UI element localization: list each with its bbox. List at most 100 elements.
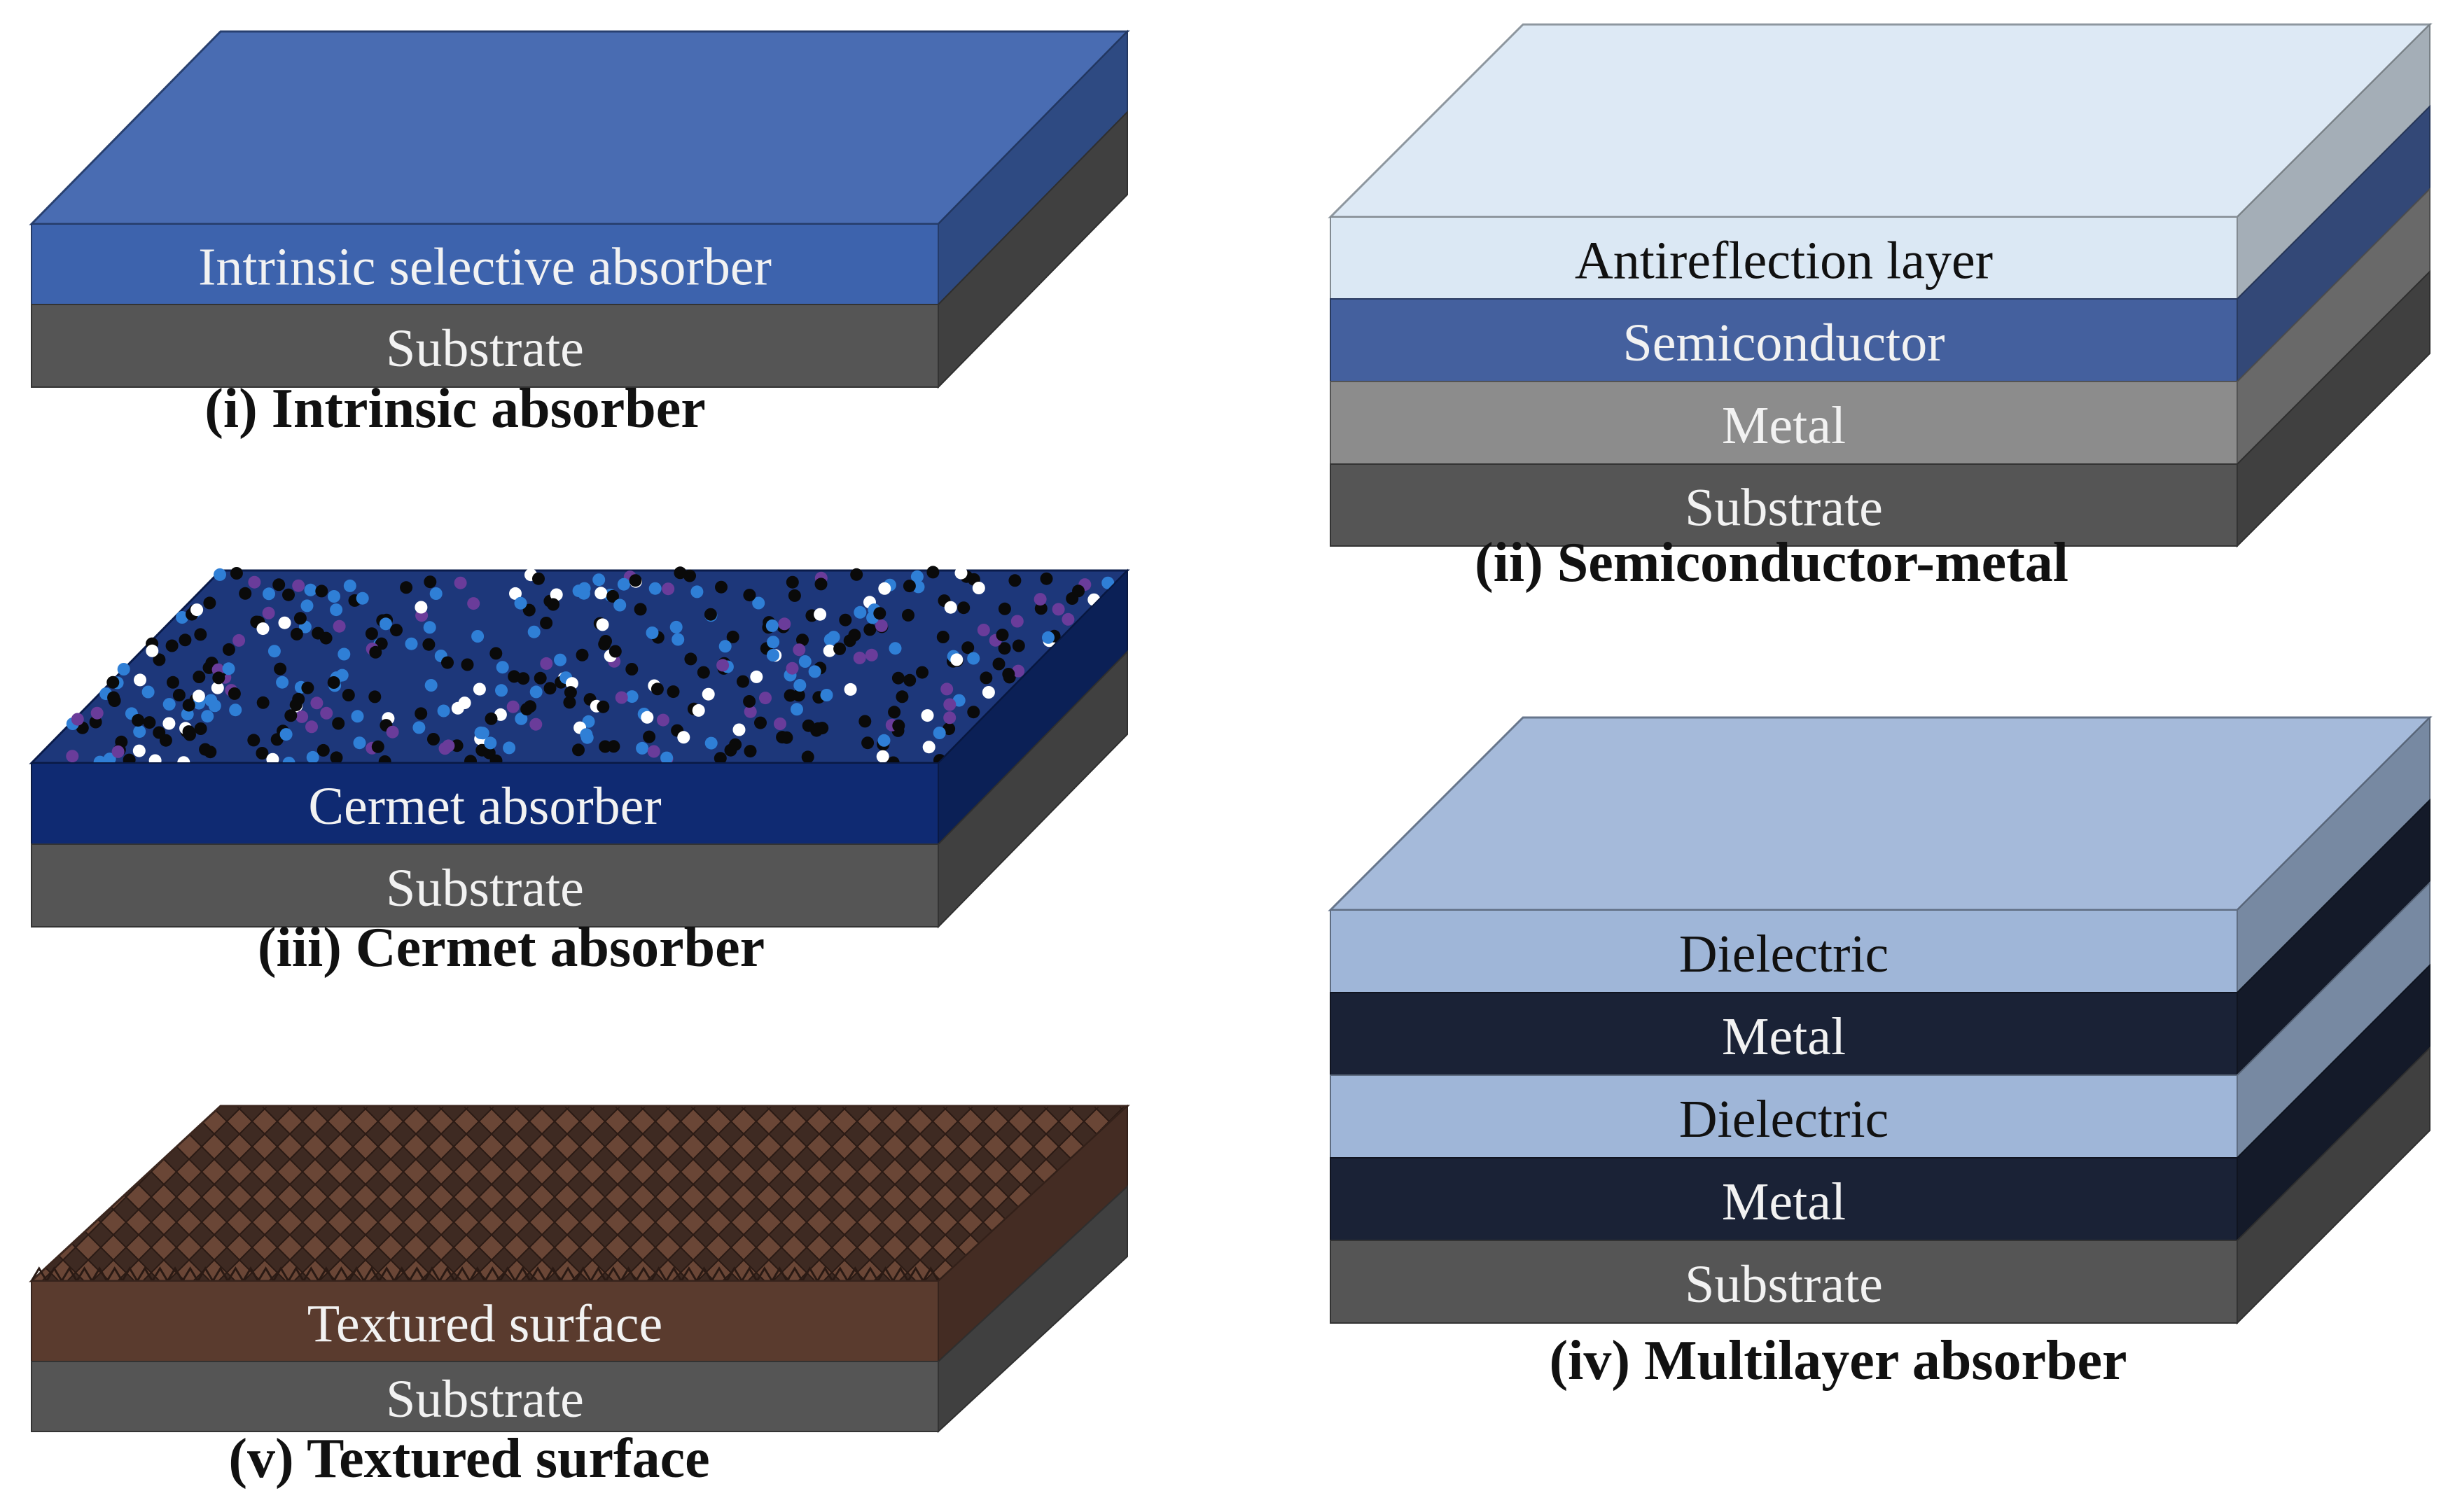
particle xyxy=(368,690,382,704)
particle xyxy=(599,740,612,753)
particle xyxy=(214,568,226,581)
particle xyxy=(276,676,289,689)
layer-front-face xyxy=(1330,1240,2238,1324)
layer-front-face xyxy=(31,223,939,305)
particle xyxy=(203,596,216,610)
particle xyxy=(423,621,436,634)
particle xyxy=(625,690,639,704)
layer-front-face xyxy=(31,762,939,845)
layer-front-face xyxy=(31,1361,939,1432)
particle xyxy=(814,608,827,621)
particle xyxy=(365,627,378,640)
particle xyxy=(636,741,649,755)
particle xyxy=(424,679,438,692)
particle xyxy=(732,723,746,736)
layer-front-face xyxy=(1330,216,2238,300)
particle xyxy=(317,743,330,757)
particle xyxy=(788,589,801,602)
particle xyxy=(454,576,467,589)
particle xyxy=(107,691,120,704)
particle xyxy=(201,710,214,723)
caption-title: Multilayer absorber xyxy=(1644,1330,2127,1392)
particle xyxy=(230,567,243,580)
layer-label: Substrate xyxy=(1685,479,1883,538)
layer-label: Substrate xyxy=(386,319,584,378)
layer-label: Textured surface xyxy=(307,1295,662,1354)
layer-label: Substrate xyxy=(386,859,584,918)
particle xyxy=(891,671,905,685)
particle xyxy=(239,587,252,600)
particle xyxy=(839,613,852,626)
particle xyxy=(643,730,656,743)
particle xyxy=(1012,664,1025,678)
particle xyxy=(952,694,966,707)
particle xyxy=(222,662,235,676)
particle xyxy=(422,638,436,651)
particle xyxy=(476,727,489,740)
layer-label: Intrinsic selective absorber xyxy=(198,238,772,297)
particle xyxy=(823,644,836,657)
particle xyxy=(926,566,940,579)
caption-number: (v) xyxy=(228,1428,307,1490)
particle xyxy=(534,671,547,685)
particle xyxy=(262,606,275,620)
particle xyxy=(791,703,803,716)
particle xyxy=(1040,572,1053,585)
particle xyxy=(572,743,585,757)
caption-title: Textured surface xyxy=(307,1428,710,1490)
particle xyxy=(564,686,577,699)
particle xyxy=(263,587,275,601)
particle xyxy=(327,676,340,689)
particle xyxy=(677,731,690,744)
particle xyxy=(247,734,260,747)
particle xyxy=(103,752,116,766)
particle xyxy=(878,582,891,595)
particle xyxy=(578,582,591,595)
particle xyxy=(896,690,909,704)
particle xyxy=(274,662,287,676)
particle xyxy=(778,617,791,631)
particle xyxy=(333,620,346,633)
particle xyxy=(162,698,176,711)
particle xyxy=(330,603,343,617)
particle xyxy=(379,617,392,631)
particle xyxy=(415,707,428,720)
particle xyxy=(194,628,207,641)
particle xyxy=(292,579,305,592)
particle xyxy=(295,710,309,723)
particle xyxy=(176,611,189,624)
particle xyxy=(943,698,957,711)
particle xyxy=(153,726,166,739)
particle xyxy=(400,581,413,594)
particle xyxy=(529,685,543,699)
particle xyxy=(319,631,333,645)
particle xyxy=(222,643,235,656)
particle xyxy=(940,682,954,696)
particle xyxy=(485,712,498,725)
particle xyxy=(793,679,807,692)
particle xyxy=(820,689,833,701)
particle xyxy=(132,714,145,727)
particle xyxy=(651,682,664,696)
panel-caption: (iv) Multilayer absorber xyxy=(1549,1330,2127,1392)
particle xyxy=(134,673,146,687)
layer-front-face xyxy=(31,304,939,388)
particle xyxy=(967,706,980,719)
particle xyxy=(844,682,857,696)
particle xyxy=(998,642,1011,655)
particle xyxy=(718,640,732,653)
particle xyxy=(690,585,704,598)
particle xyxy=(798,655,812,668)
particle xyxy=(903,580,916,593)
particle xyxy=(540,657,553,670)
particle xyxy=(330,751,343,764)
layer-front-face xyxy=(1330,463,2238,547)
particle xyxy=(765,619,779,632)
particle xyxy=(606,589,619,603)
particle xyxy=(853,651,866,664)
caption-number: (i) xyxy=(204,378,272,440)
particle xyxy=(143,716,156,729)
particle xyxy=(475,743,489,757)
particle xyxy=(1012,639,1025,652)
